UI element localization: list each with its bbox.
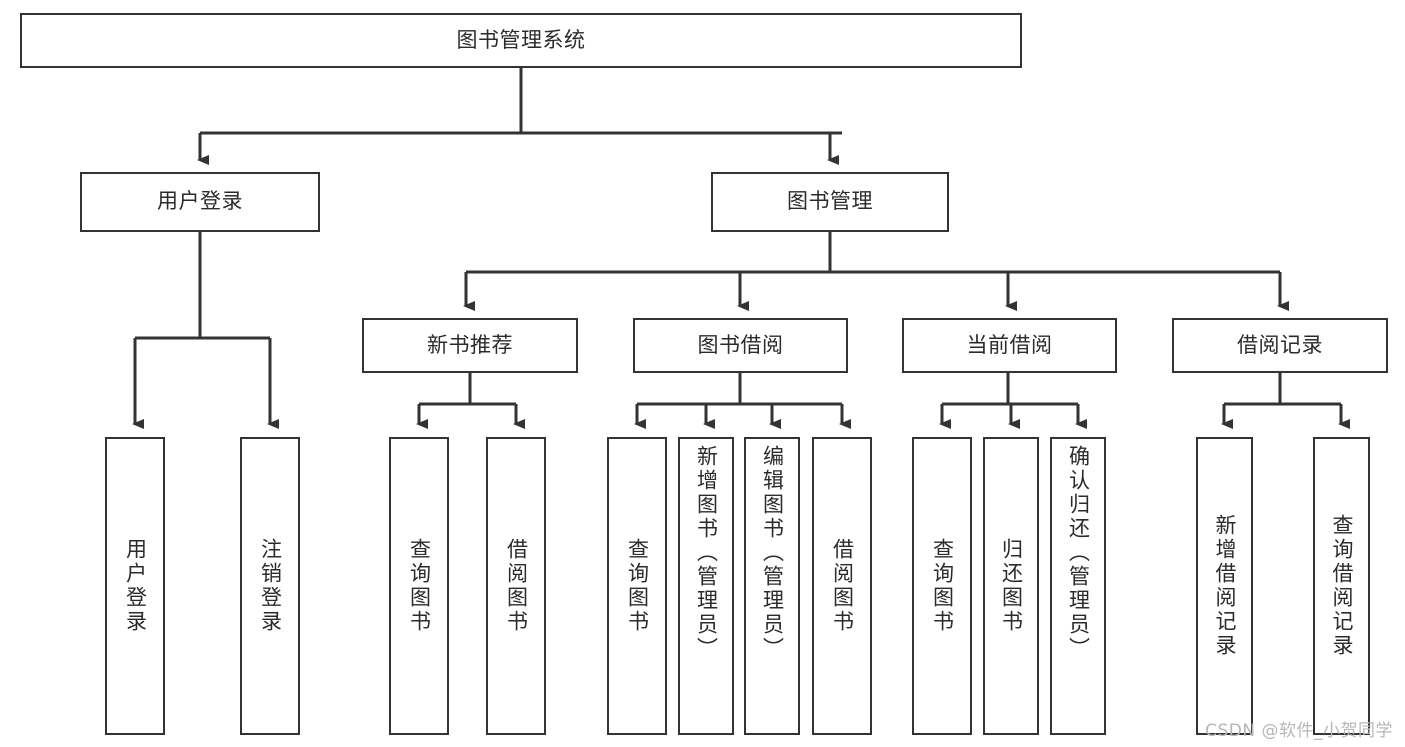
leaf-add-borrow-record-label: 新增借阅记录: [1213, 514, 1237, 658]
leaf-add-book-admin-label: 新增图书（管理员）: [694, 445, 719, 661]
node-book-management[interactable]: 图书管理: [711, 172, 949, 232]
leaf-logout[interactable]: 注销登录: [240, 437, 300, 735]
leaf-edit-book-admin-label: 编辑图书（管理员）: [760, 445, 785, 661]
node-root-label: 图书管理系统: [456, 27, 586, 52]
leaf-query-book-recommend-label: 查询图书: [407, 538, 432, 634]
node-current-borrow-label: 当前借阅: [966, 332, 1053, 357]
leaf-edit-book-admin[interactable]: 编辑图书（管理员）: [744, 437, 800, 735]
node-current-borrow[interactable]: 当前借阅: [902, 318, 1117, 373]
node-new-book-recommend-label: 新书推荐: [427, 332, 513, 357]
leaf-borrow-book-recommend-label: 借阅图书: [504, 538, 529, 634]
leaf-borrow-book-label: 借阅图书: [830, 538, 855, 634]
leaf-return-book-label: 归还图书: [999, 538, 1024, 634]
node-user-login-label: 用户登录: [157, 189, 243, 214]
leaf-logout-label: 注销登录: [258, 538, 283, 634]
node-root[interactable]: 图书管理系统: [20, 13, 1022, 68]
leaf-confirm-return-admin[interactable]: 确认归还（管理员）: [1050, 437, 1106, 735]
leaf-return-book[interactable]: 归还图书: [983, 437, 1039, 735]
leaf-user-login-label: 用户登录: [123, 538, 148, 634]
node-book-management-label: 图书管理: [787, 189, 873, 214]
node-book-borrow[interactable]: 图书借阅: [633, 318, 848, 373]
node-user-login[interactable]: 用户登录: [80, 172, 320, 232]
leaf-borrow-book[interactable]: 借阅图书: [812, 437, 872, 735]
node-book-borrow-label: 图书借阅: [697, 332, 784, 357]
leaf-add-borrow-record[interactable]: 新增借阅记录: [1196, 437, 1253, 735]
watermark: CSDN @软件_小贺同学: [1205, 721, 1393, 741]
leaf-query-book-borrow[interactable]: 查询图书: [607, 437, 667, 735]
node-new-book-recommend[interactable]: 新书推荐: [362, 318, 578, 373]
node-borrow-record-label: 借阅记录: [1237, 332, 1323, 357]
leaf-query-book-current[interactable]: 查询图书: [912, 437, 972, 735]
leaf-query-book-borrow-label: 查询图书: [625, 538, 650, 634]
node-borrow-record[interactable]: 借阅记录: [1172, 318, 1388, 373]
leaf-confirm-return-admin-label: 确认归还（管理员）: [1066, 445, 1091, 661]
leaf-query-book-recommend[interactable]: 查询图书: [389, 437, 449, 735]
leaf-query-borrow-record-label: 查询借阅记录: [1330, 514, 1354, 658]
leaf-add-book-admin[interactable]: 新增图书（管理员）: [678, 437, 734, 735]
leaf-query-borrow-record[interactable]: 查询借阅记录: [1313, 437, 1370, 735]
leaf-user-login[interactable]: 用户登录: [105, 437, 165, 735]
leaf-query-book-current-label: 查询图书: [930, 538, 955, 634]
leaf-borrow-book-recommend[interactable]: 借阅图书: [486, 437, 546, 735]
